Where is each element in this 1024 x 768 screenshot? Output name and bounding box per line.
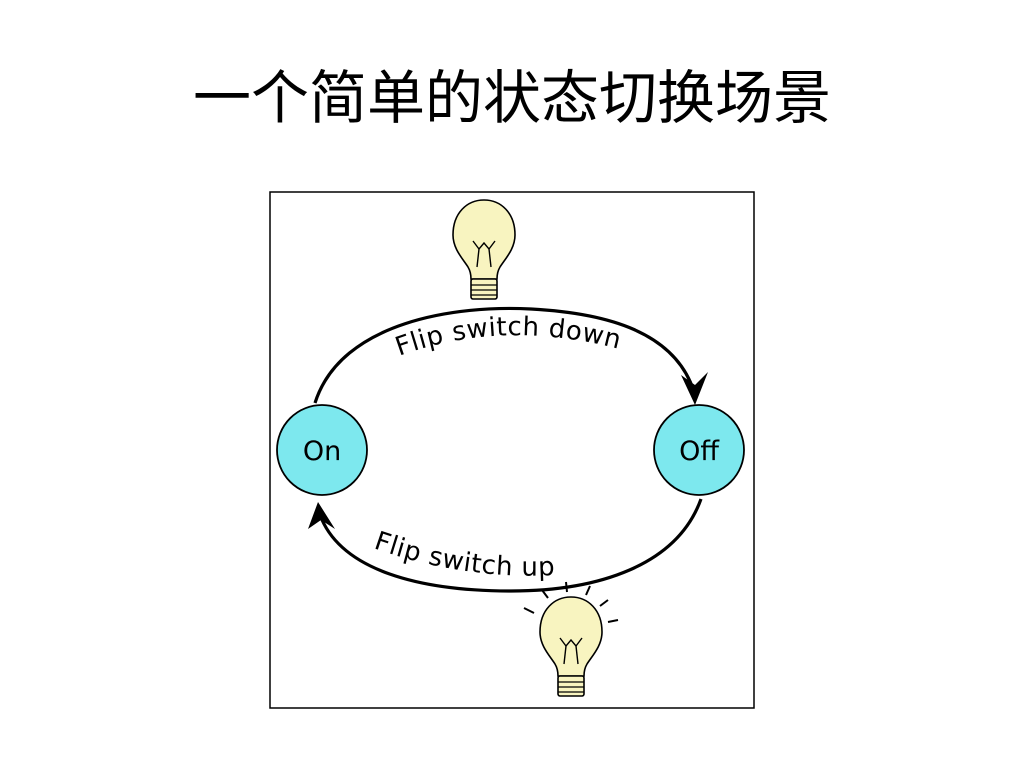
light-bulb-on-icon	[523, 581, 619, 697]
state-on-label: On	[303, 436, 341, 467]
state-off-label: Off	[679, 436, 720, 467]
transition-arc-up	[318, 498, 703, 593]
state-off: Off	[653, 404, 745, 496]
light-bulb-off-icon	[452, 199, 516, 300]
arrowhead-up	[308, 502, 335, 529]
arrowhead-down	[681, 372, 708, 405]
state-diagram: On Off Flip switch down Flip switch up	[269, 191, 755, 709]
slide-title: 一个简单的状态切换场景	[192, 64, 831, 132]
state-on: On	[276, 404, 368, 496]
state-off-circle	[653, 404, 745, 496]
transition-arc-down	[313, 306, 697, 404]
state-diagram-canvas: On Off Flip switch down Flip switch up	[269, 191, 755, 709]
state-on-circle	[276, 404, 368, 496]
